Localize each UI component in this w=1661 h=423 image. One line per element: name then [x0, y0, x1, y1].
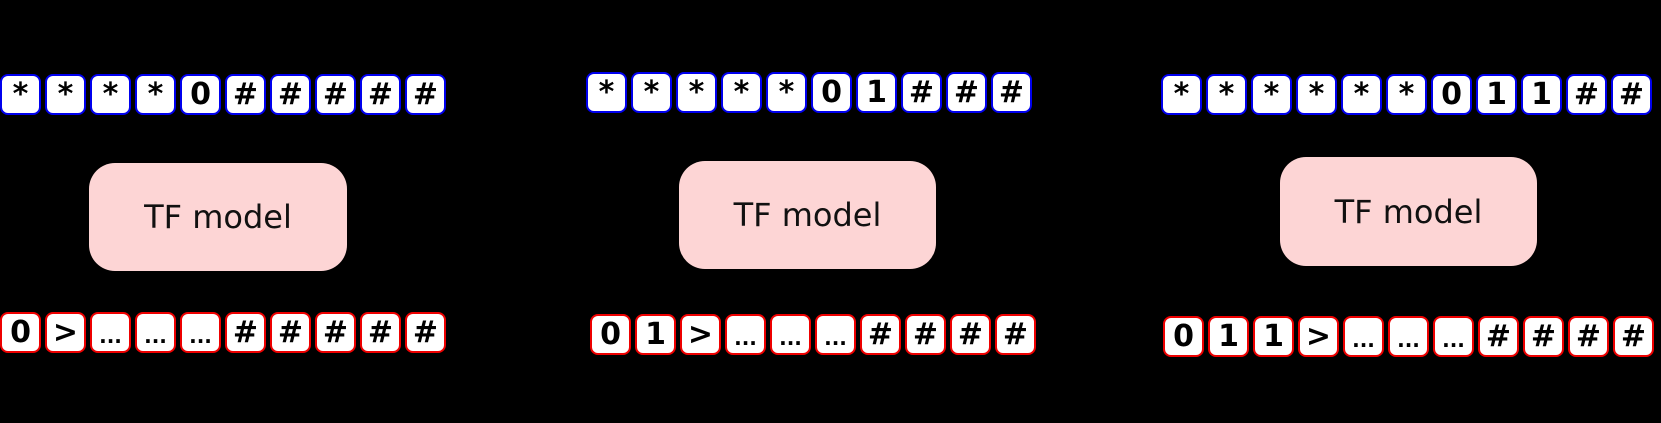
- token-cell: 1: [1253, 316, 1294, 357]
- token-cell: *: [586, 72, 627, 113]
- token-cell: ...: [770, 314, 811, 355]
- token-cell: #: [1613, 316, 1654, 357]
- token-cell: 1: [856, 72, 897, 113]
- token-cell: ...: [90, 312, 131, 353]
- token-cell: 1: [1521, 74, 1562, 115]
- token-cell: *: [1341, 74, 1382, 115]
- token-cell: *: [1386, 74, 1427, 115]
- token-cell: *: [1296, 74, 1337, 115]
- token-cell: 0: [590, 314, 631, 355]
- token-cell: #: [995, 314, 1036, 355]
- token-cell: #: [905, 314, 946, 355]
- token-cell: 0: [811, 72, 852, 113]
- token-cell: >: [680, 314, 721, 355]
- token-cell: #: [1611, 74, 1652, 115]
- token-cell: ...: [725, 314, 766, 355]
- token-cell: *: [135, 74, 176, 115]
- token-cell: #: [315, 312, 356, 353]
- token-cell: #: [860, 314, 901, 355]
- token-cell: *: [631, 72, 672, 113]
- token-cell: *: [721, 72, 762, 113]
- token-cell: #: [1478, 316, 1519, 357]
- token-cell: #: [270, 74, 311, 115]
- token-cell: #: [225, 312, 266, 353]
- token-cell: #: [1568, 316, 1609, 357]
- panel-1-tf-model-box: TF model: [89, 163, 347, 271]
- token-cell: #: [991, 72, 1032, 113]
- token-cell: #: [1566, 74, 1607, 115]
- token-cell: #: [405, 312, 446, 353]
- token-cell: 0: [1163, 316, 1204, 357]
- token-cell: 0: [1431, 74, 1472, 115]
- token-cell: 1: [1476, 74, 1517, 115]
- token-cell: #: [360, 74, 401, 115]
- token-cell: #: [360, 312, 401, 353]
- panel-2-input-sequence: * * * * * 0 1 # # #: [586, 72, 1032, 113]
- token-cell: 0: [180, 74, 221, 115]
- panel-3-input-sequence: * * * * * * 0 1 1 # #: [1161, 74, 1652, 115]
- token-cell: ...: [1433, 316, 1474, 357]
- token-cell: *: [0, 74, 41, 115]
- token-cell: *: [45, 74, 86, 115]
- panel-2-tf-model-box: TF model: [679, 161, 936, 269]
- token-cell: #: [225, 74, 266, 115]
- token-cell: ...: [135, 312, 176, 353]
- token-cell: 1: [635, 314, 676, 355]
- token-cell: ...: [815, 314, 856, 355]
- panel-3-tf-model-box: TF model: [1280, 157, 1537, 266]
- token-cell: #: [950, 314, 991, 355]
- token-cell: >: [1298, 316, 1339, 357]
- token-cell: #: [270, 312, 311, 353]
- token-cell: ...: [1388, 316, 1429, 357]
- token-cell: #: [405, 74, 446, 115]
- token-cell: #: [901, 72, 942, 113]
- token-cell: *: [90, 74, 131, 115]
- token-cell: #: [946, 72, 987, 113]
- token-cell: *: [1206, 74, 1247, 115]
- token-cell: 0: [0, 312, 41, 353]
- token-cell: #: [315, 74, 356, 115]
- panel-3-output-sequence: 0 1 1 > ... ... ... # # # #: [1163, 316, 1654, 357]
- token-cell: *: [1251, 74, 1292, 115]
- token-cell: *: [676, 72, 717, 113]
- panel-2-output-sequence: 0 1 > ... ... ... # # # #: [590, 314, 1036, 355]
- token-cell: *: [1161, 74, 1202, 115]
- panel-1-output-sequence: 0 > ... ... ... # # # # #: [0, 312, 446, 353]
- token-cell: ...: [180, 312, 221, 353]
- panel-1-input-sequence: * * * * 0 # # # # #: [0, 74, 446, 115]
- token-cell: 1: [1208, 316, 1249, 357]
- token-cell: >: [45, 312, 86, 353]
- token-cell: #: [1523, 316, 1564, 357]
- token-cell: ...: [1343, 316, 1384, 357]
- token-cell: *: [766, 72, 807, 113]
